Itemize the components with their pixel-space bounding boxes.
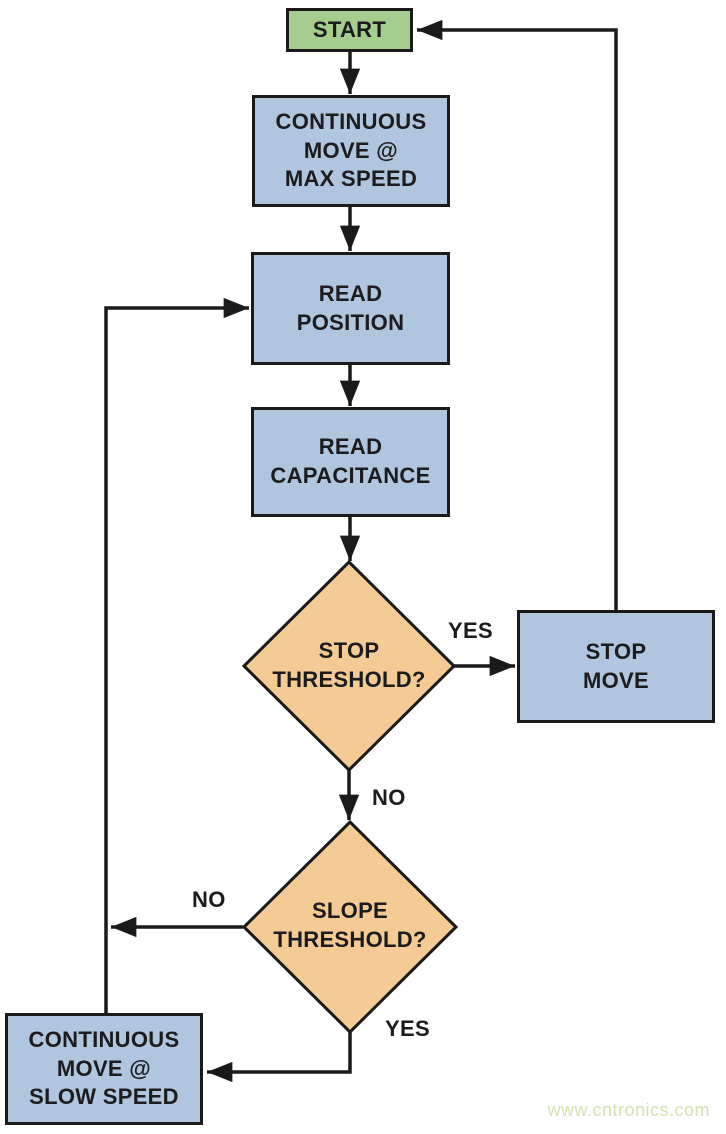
node-read-position: READ POSITION bbox=[251, 252, 450, 365]
edge-label-slope-threshold-yes: YES bbox=[385, 1016, 430, 1041]
connector-slope-threshold-yes-to-slow-speed bbox=[207, 1032, 352, 1083]
node-start-label: START bbox=[312, 16, 387, 42]
node-read-capacitance-label: READ CAPACITANCE bbox=[270, 434, 431, 488]
node-stop-move: STOP MOVE bbox=[517, 610, 715, 723]
edge-label-stop-threshold-yes: YES bbox=[448, 618, 493, 643]
decision-slope-threshold-shape bbox=[241, 819, 459, 1035]
node-read-capacitance: READ CAPACITANCE bbox=[251, 407, 450, 517]
edge-label-slope-threshold-no: NO bbox=[192, 887, 226, 912]
decision-stop-threshold-shape bbox=[241, 559, 457, 773]
connector-loop-line-to-read-position bbox=[104, 297, 249, 1013]
edge-label-stop-threshold-no: NO bbox=[372, 785, 406, 810]
watermark-text: www.cntronics.com bbox=[547, 1100, 710, 1120]
node-stop-move-label: STOP MOVE bbox=[583, 638, 649, 693]
node-continuous-move-max-speed-label: CONTINUOUS MOVE @ MAX SPEED bbox=[275, 109, 427, 192]
node-read-position-label: READ POSITION bbox=[296, 280, 405, 335]
node-continuous-move-slow-speed: CONTINUOUS MOVE @ SLOW SPEED bbox=[5, 1013, 203, 1125]
node-continuous-move-max-speed: CONTINUOUS MOVE @ MAX SPEED bbox=[252, 95, 450, 207]
connector-stop-move-to-start bbox=[417, 19, 618, 610]
node-continuous-move-slow-speed-label: CONTINUOUS MOVE @ SLOW SPEED bbox=[28, 1027, 180, 1110]
node-start: START bbox=[286, 8, 413, 52]
